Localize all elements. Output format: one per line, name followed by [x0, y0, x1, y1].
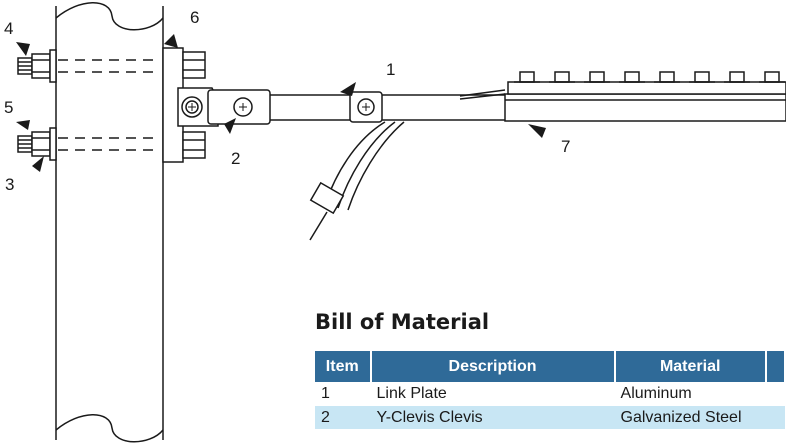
callout-7: 7: [561, 137, 571, 156]
bom-cell-material: Galvanized Steel: [614, 405, 766, 430]
bom-header-description: Description: [370, 351, 616, 382]
bom-row: 1 Link Plate Aluminum: [315, 382, 785, 406]
pole: [55, 2, 164, 443]
through-bolts: [17, 49, 160, 161]
curved-strap: [309, 121, 405, 241]
callout-1: 1: [386, 60, 396, 79]
bom-row: 2 Y-Clevis Clevis Galvanized Steel: [315, 405, 785, 430]
bom-header-material: Material: [614, 351, 767, 382]
callout-6: 6: [190, 8, 200, 27]
link-plate: [270, 91, 505, 123]
bom-header-row: Item Description Material: [315, 351, 786, 382]
bom-title: Bill of Material: [315, 310, 490, 334]
callout-2: 2: [231, 149, 241, 168]
bom-cell-material: Aluminum: [614, 382, 766, 406]
bom-header-item: Item: [315, 351, 372, 382]
bom-table: Item Description Material 1 Link Plate A…: [315, 351, 786, 430]
bom-cell-description: Y-Clevis Clevis: [370, 405, 615, 430]
bom-cell-description: Link Plate: [370, 382, 615, 406]
bom-header-extra: [765, 351, 786, 382]
callout-3: 3: [5, 175, 15, 194]
bom-cell-item: 2: [315, 405, 371, 430]
bom-cell-extra: [765, 382, 785, 406]
callout-5: 5: [4, 98, 14, 117]
leader-arrows: [16, 34, 546, 172]
bus-bolts: [507, 71, 786, 95]
sag-bar: [459, 89, 786, 122]
callout-4: 4: [4, 19, 14, 38]
bom-cell-item: 1: [315, 382, 371, 406]
bolt-head-glyphs: [188, 103, 370, 111]
bom-cell-extra: [765, 405, 785, 430]
